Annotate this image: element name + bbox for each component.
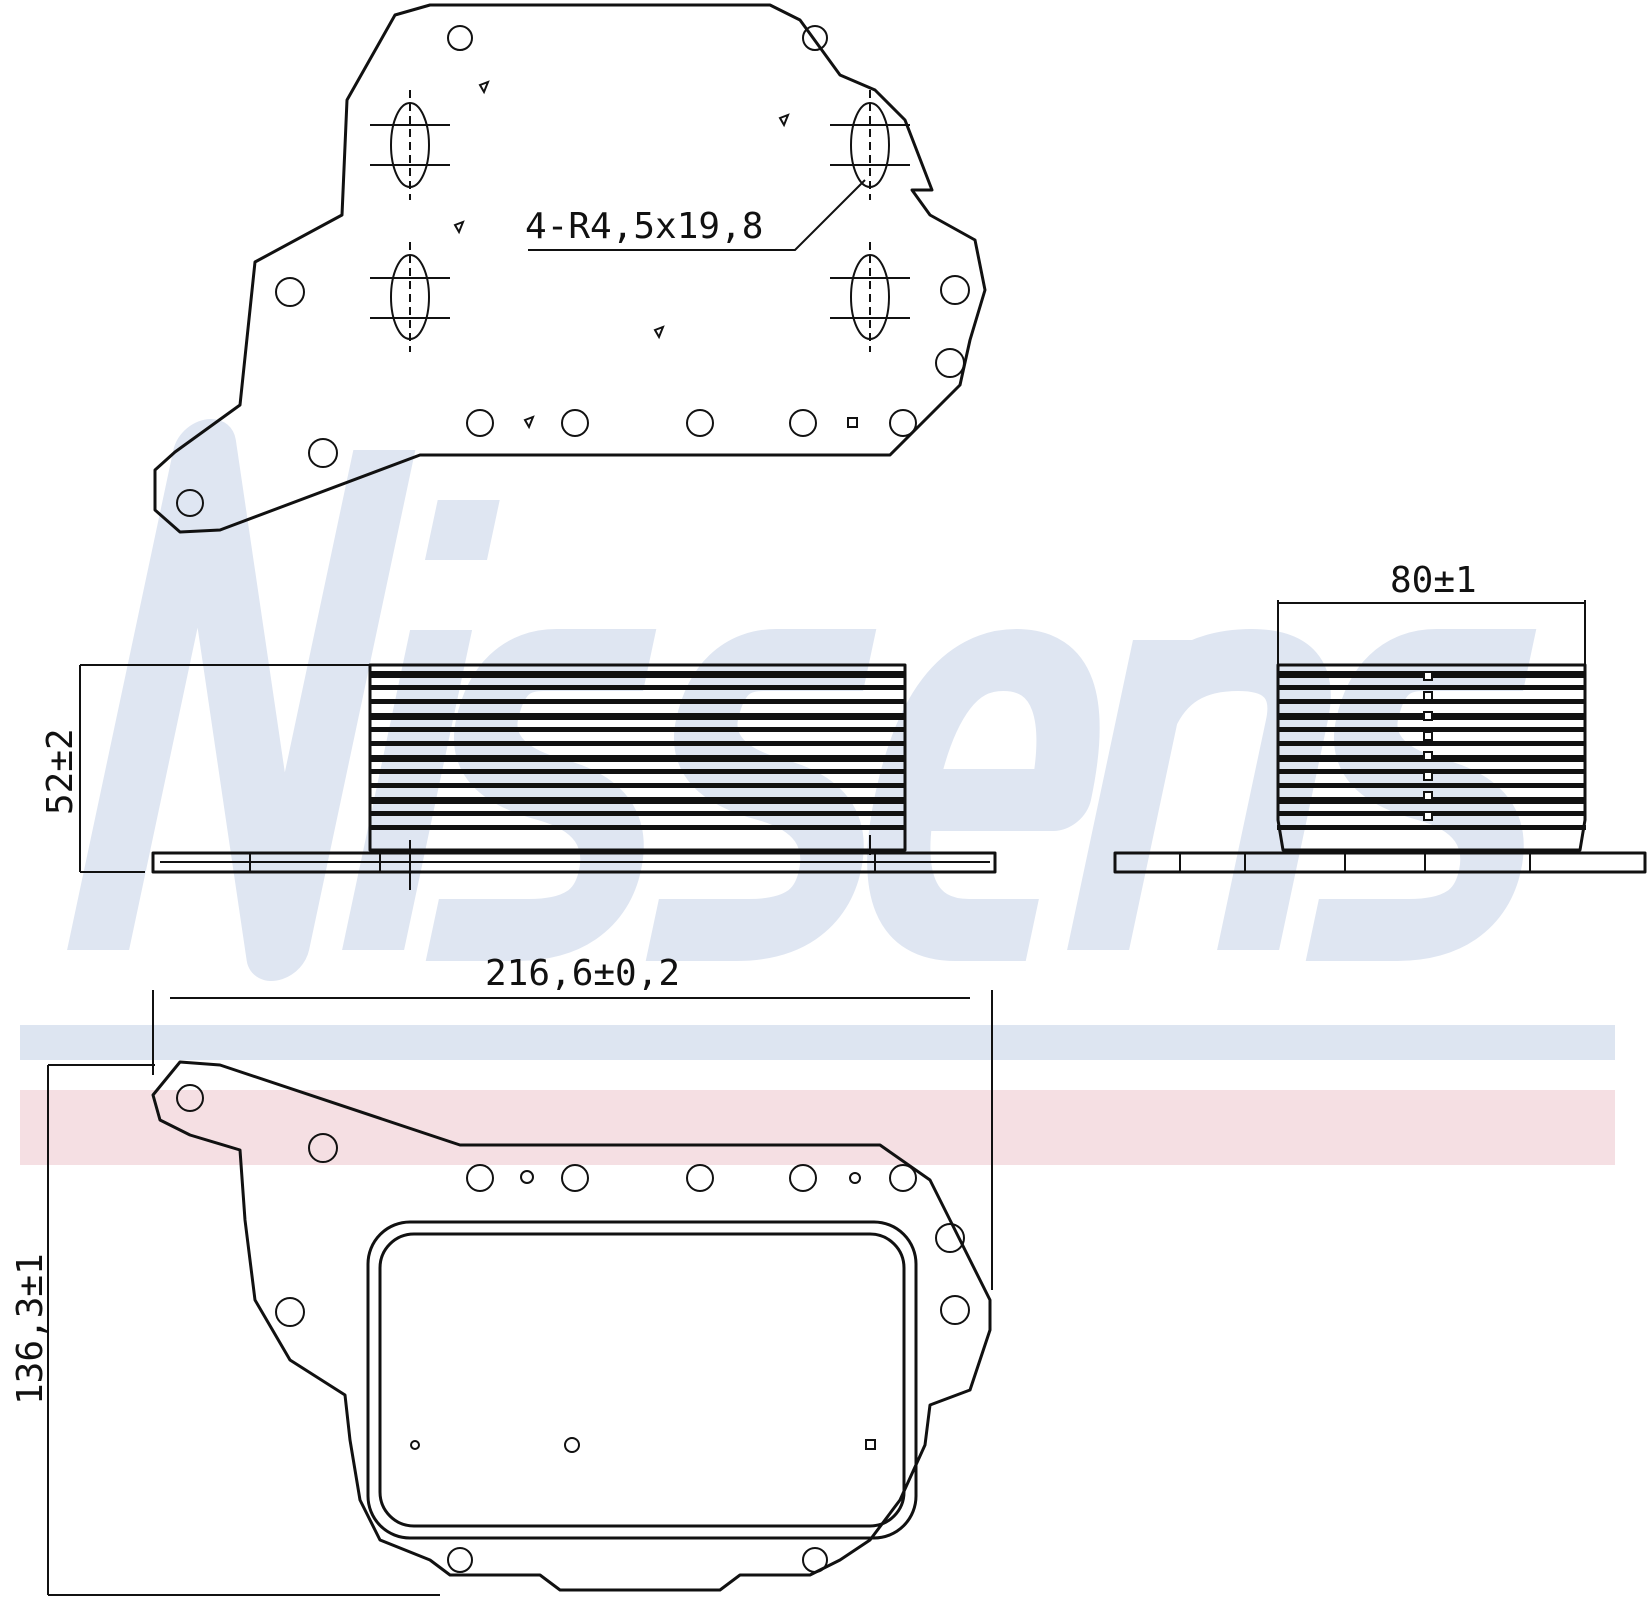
cooling-fin	[1277, 685, 1586, 690]
cooling-fin	[369, 755, 906, 762]
cooling-fin	[369, 811, 906, 816]
cooling-fin	[369, 699, 906, 704]
cooling-fin	[1277, 783, 1586, 788]
cooling-fin	[1277, 727, 1586, 732]
cooling-fin	[369, 769, 906, 774]
cooling-fin	[369, 671, 906, 678]
cooling-fin	[369, 685, 906, 690]
side-view: 52±2	[40, 663, 997, 890]
length-dimension: 216,6±0,2	[485, 953, 680, 994]
cooling-fin	[369, 727, 906, 732]
fin-notch	[1423, 691, 1433, 701]
fin-notch	[1423, 791, 1433, 801]
bottom-view: 216,6±0,2 136,3±1	[10, 953, 993, 1596]
top-view: 4-R4,5x19,8	[153, 3, 987, 534]
watermark-logo	[20, 419, 1615, 1165]
cooling-fin	[369, 713, 906, 720]
cooling-fin	[369, 741, 906, 746]
fin-notch	[1423, 811, 1433, 821]
fin-notch	[1423, 671, 1433, 681]
depth-dimension: 136,3±1	[10, 1253, 51, 1405]
fin-notch	[1423, 771, 1433, 781]
slot-callout-label: 4-R4,5x19,8	[525, 206, 763, 247]
cooling-fin	[1277, 741, 1586, 746]
cooling-fin	[369, 797, 906, 804]
cooling-fin	[369, 825, 906, 830]
height-dimension: 52±2	[40, 728, 81, 815]
cooling-fin	[369, 783, 906, 788]
width-dimension: 80±1	[1390, 560, 1477, 601]
fin-notch	[1423, 751, 1433, 761]
fin-notch	[1423, 711, 1433, 721]
fin-notch	[1423, 731, 1433, 741]
cooling-fin	[1277, 825, 1586, 830]
end-view: 80±1	[1113, 560, 1647, 874]
